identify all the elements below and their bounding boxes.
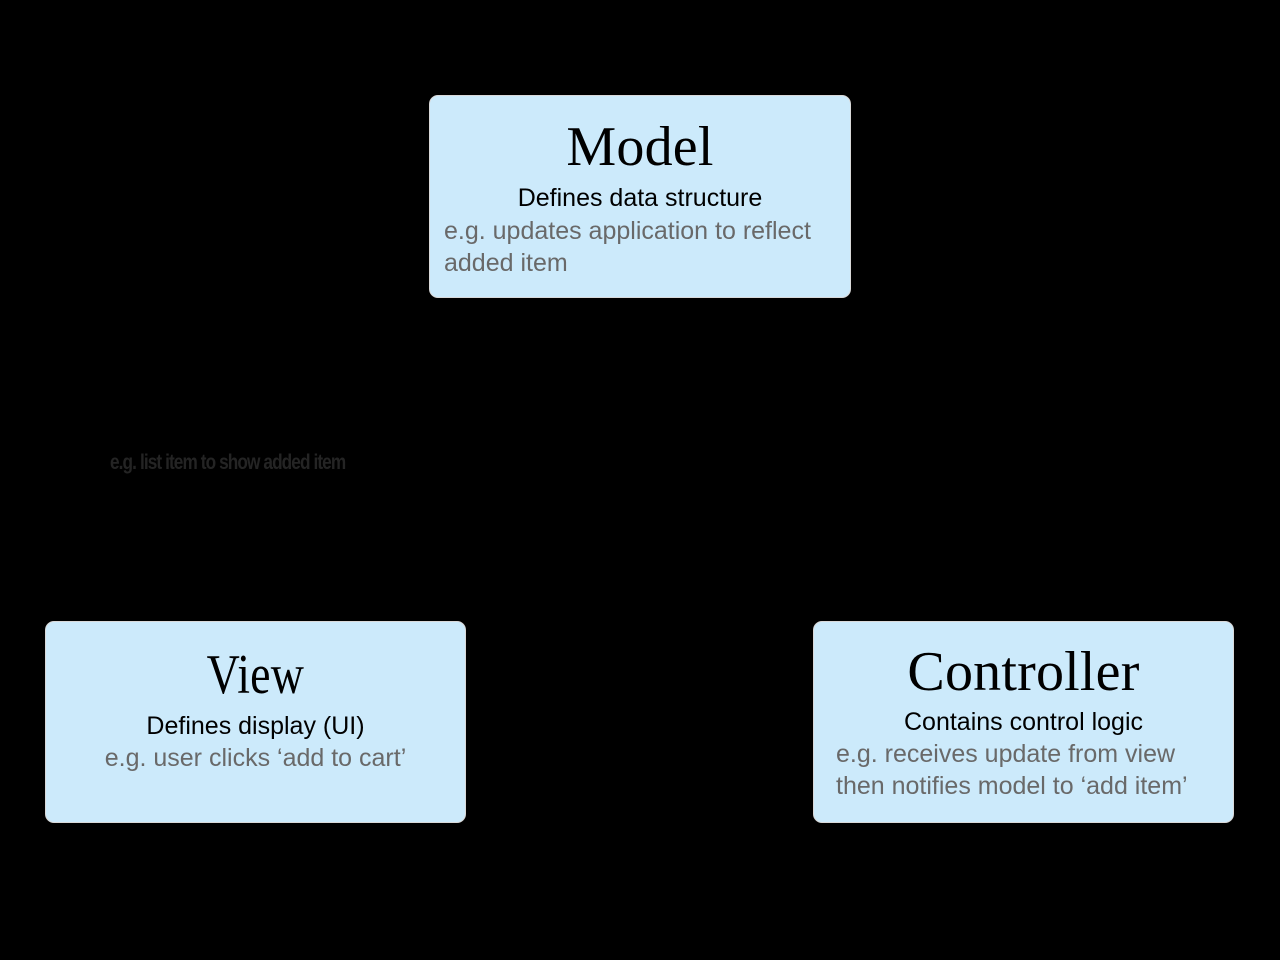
node-model-subtitle: Defines data structure <box>517 184 763 212</box>
node-controller-example-line-1: e.g. receives update from view <box>836 740 1176 769</box>
annotation-view-to-model: e.g. list item to show added item <box>110 451 346 474</box>
node-controller-example-line-2: then notifies model to ‘add item’ <box>836 772 1188 801</box>
node-view-subtitle: Defines display (UI) <box>146 712 365 740</box>
node-view-title: View <box>206 644 305 706</box>
node-view-example: e.g. user clicks ‘add to cart’ <box>104 744 407 773</box>
node-controller[interactable]: Controller Contains control logic e.g. r… <box>813 621 1234 823</box>
node-view[interactable]: View Defines display (UI) e.g. user clic… <box>45 621 466 823</box>
node-model-example: e.g. updates application to reflect adde… <box>444 217 811 278</box>
node-model-title: Model <box>566 116 714 178</box>
node-model[interactable]: Model Defines data structure e.g. update… <box>429 95 851 298</box>
node-controller-subtitle: Contains control logic <box>903 708 1143 736</box>
node-controller-title: Controller <box>907 641 1140 703</box>
